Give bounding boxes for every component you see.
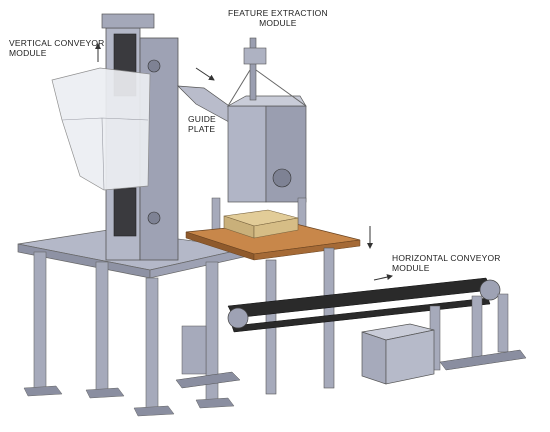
vertical-conveyor-label: VERTICAL CONVEYOR MODULE: [9, 38, 105, 58]
left-platform: [17, 229, 249, 417]
feature-extraction-label-line1: FEATURE EXTRACTION: [228, 8, 328, 18]
feature-extraction-module: [211, 37, 307, 243]
feature-extraction-label: FEATURE EXTRACTION MODULE: [228, 8, 328, 28]
horizontal-conveyor-label: HORIZONTAL CONVEYOR MODULE: [392, 253, 501, 273]
vertical-conveyor-label-line1: VERTICAL CONVEYOR: [9, 38, 105, 48]
guide-plate-label-line1: GUIDE: [188, 114, 216, 124]
guide-plate-label: GUIDE PLATE: [188, 114, 216, 134]
horizontal-conveyor: [175, 277, 527, 389]
horizontal-conveyor-label-line2: MODULE: [392, 263, 430, 273]
flow-arrows: [95, 43, 393, 281]
vertical-conveyor-label-line2: MODULE: [9, 48, 47, 58]
arrow-horizontal: [373, 274, 393, 281]
horizontal-conveyor-label-line1: HORIZONTAL CONVEYOR: [392, 253, 501, 263]
guide-plate-label-line2: PLATE: [188, 124, 216, 134]
feature-extraction-label-line2: MODULE: [259, 18, 297, 28]
arrow-guide: [195, 67, 215, 81]
vertical-conveyor: [51, 13, 179, 261]
